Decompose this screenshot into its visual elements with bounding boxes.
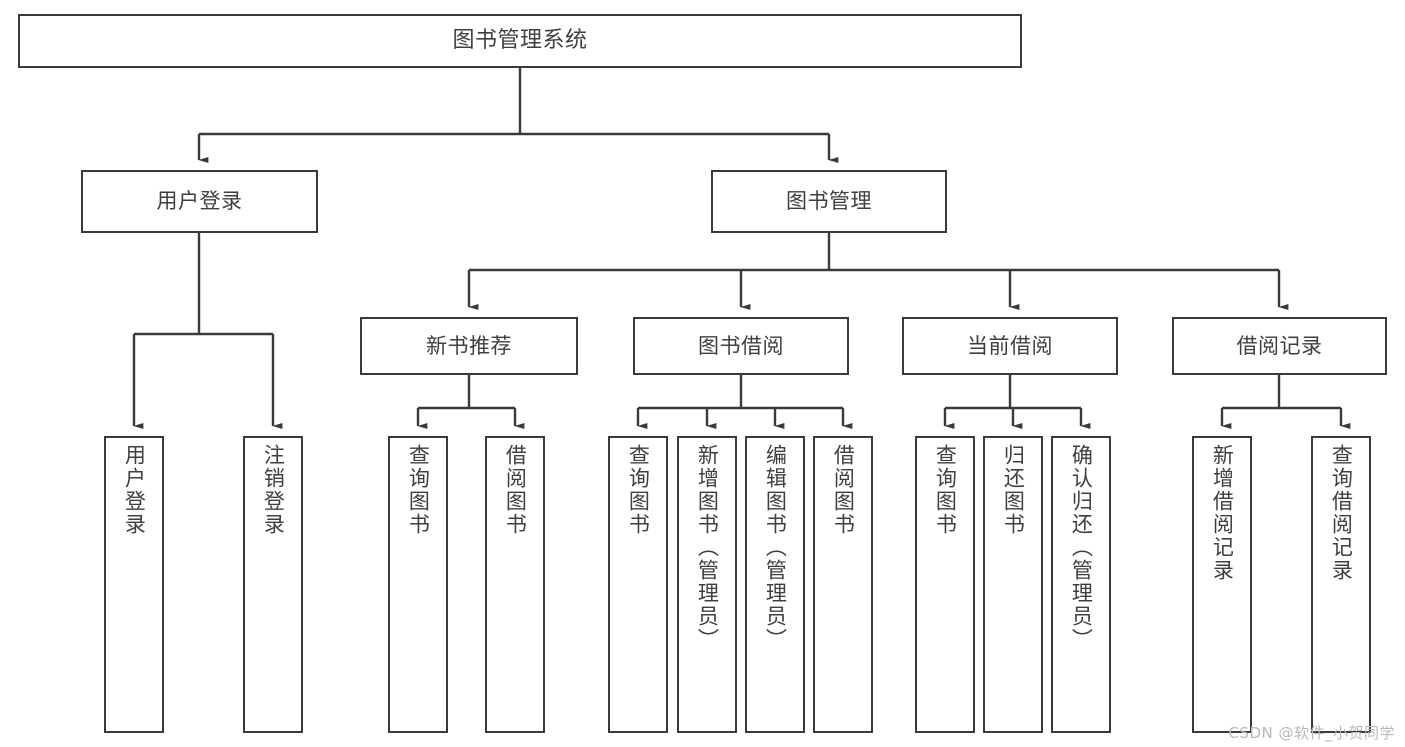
leaf-confirm-return-admin-label: 确认归还（管理员） [1069, 444, 1094, 651]
node-current-borrow-label: 当前借阅 [967, 333, 1053, 358]
leaf-add-book-admin[interactable]: 新增图书（管理员） [677, 436, 737, 733]
node-borrow-record[interactable]: 借阅记录 [1172, 317, 1387, 375]
node-book-borrow-label: 图书借阅 [698, 333, 784, 358]
leaf-query-book-bb-label: 查询图书 [626, 444, 651, 536]
leaf-edit-book-admin[interactable]: 编辑图书（管理员） [745, 436, 805, 733]
leaf-borrow-book-nbr[interactable]: 借阅图书 [485, 436, 545, 733]
leaf-edit-book-admin-label: 编辑图书（管理员） [763, 444, 788, 651]
node-book-management-label: 图书管理 [786, 189, 872, 214]
leaf-add-borrow-record-label: 新增借阅记录 [1210, 444, 1235, 582]
leaf-query-borrow-record[interactable]: 查询借阅记录 [1311, 436, 1371, 733]
leaf-borrow-book-nbr-label: 借阅图书 [503, 444, 528, 536]
leaf-user-login-label: 用户登录 [122, 444, 147, 536]
node-book-management[interactable]: 图书管理 [711, 170, 947, 233]
leaf-borrow-book-bb-label: 借阅图书 [831, 444, 856, 536]
leaf-logout[interactable]: 注销登录 [243, 436, 303, 733]
leaf-add-book-admin-label: 新增图书（管理员） [695, 444, 720, 651]
leaf-query-book-nbr[interactable]: 查询图书 [388, 436, 448, 733]
leaf-query-book-nbr-label: 查询图书 [406, 444, 431, 536]
node-borrow-record-label: 借阅记录 [1236, 333, 1323, 358]
leaf-confirm-return-admin[interactable]: 确认归还（管理员） [1051, 436, 1111, 733]
node-user-login[interactable]: 用户登录 [81, 170, 318, 233]
leaf-query-borrow-record-label: 查询借阅记录 [1329, 444, 1354, 582]
node-new-book-recommend-label: 新书推荐 [426, 333, 512, 358]
leaf-return-book[interactable]: 归还图书 [983, 436, 1043, 733]
csdn-watermark: CSDN @软件_小贺同学 [1228, 724, 1395, 742]
leaf-return-book-label: 归还图书 [1001, 444, 1026, 536]
node-book-borrow[interactable]: 图书借阅 [633, 317, 849, 375]
leaf-query-book-cb-label: 查询图书 [933, 444, 958, 536]
node-user-login-label: 用户登录 [156, 189, 243, 214]
leaf-query-book-bb[interactable]: 查询图书 [608, 436, 668, 733]
leaf-logout-label: 注销登录 [261, 444, 286, 536]
leaf-query-book-cb[interactable]: 查询图书 [915, 436, 975, 733]
leaf-user-login[interactable]: 用户登录 [104, 436, 164, 733]
node-root-system[interactable]: 图书管理系统 [18, 14, 1022, 68]
leaf-add-borrow-record[interactable]: 新增借阅记录 [1192, 436, 1252, 733]
node-new-book-recommend[interactable]: 新书推荐 [360, 317, 578, 375]
node-current-borrow[interactable]: 当前借阅 [902, 317, 1118, 375]
node-root-system-label: 图书管理系统 [452, 28, 588, 54]
leaf-borrow-book-bb[interactable]: 借阅图书 [813, 436, 873, 733]
